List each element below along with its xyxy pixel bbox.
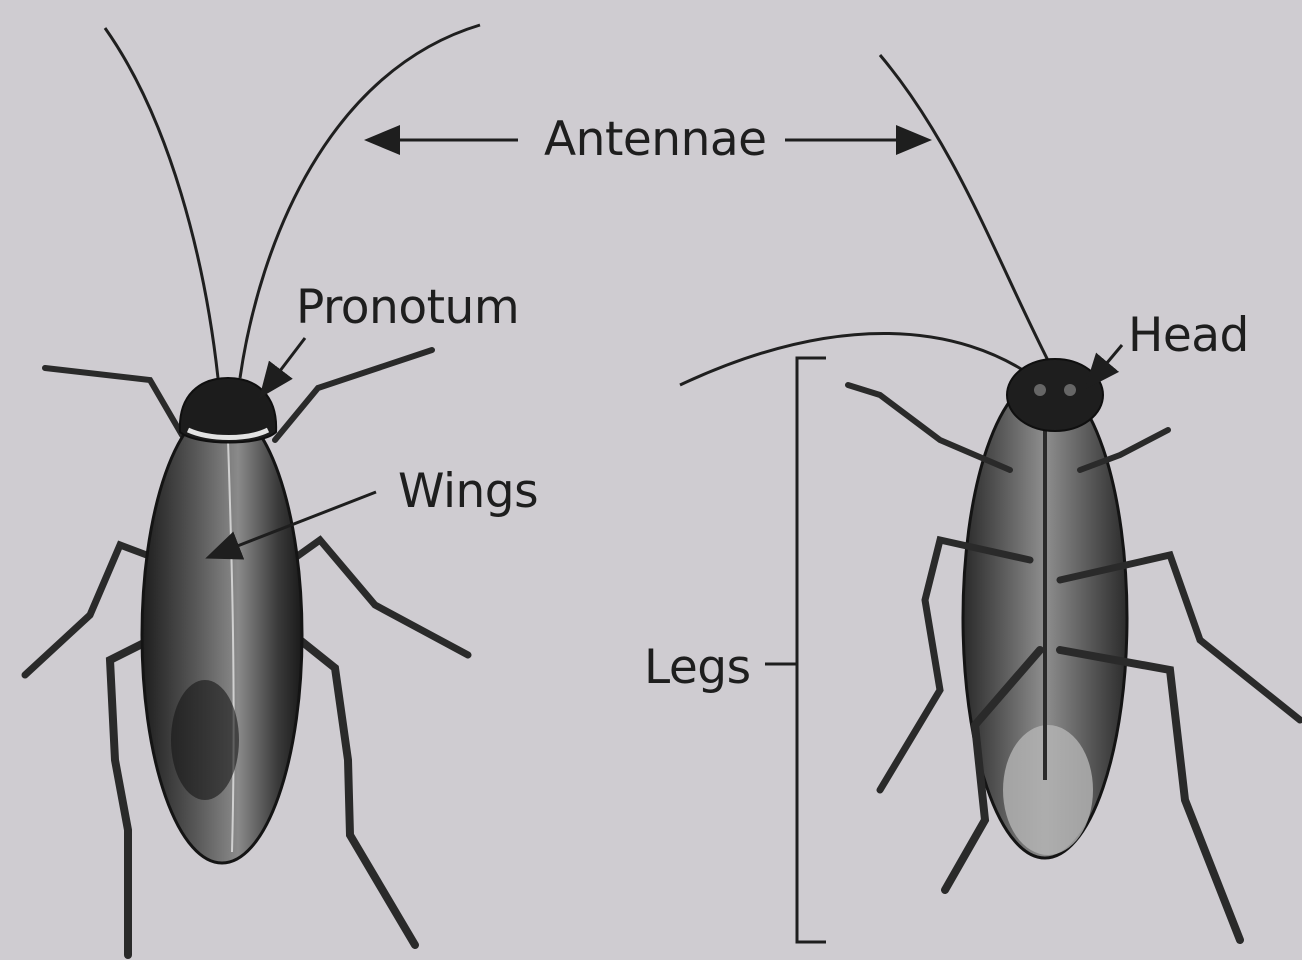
label-pronotum: Pronotum <box>296 284 519 331</box>
right-antenna-2 <box>680 333 1035 385</box>
left-antenna-1 <box>105 28 218 378</box>
label-legs: Legs <box>644 644 751 691</box>
label-head: Head <box>1128 312 1249 359</box>
label-wings: Wings <box>398 468 538 515</box>
ventral-head <box>1007 359 1103 431</box>
label-antennae: Antennae <box>544 116 767 163</box>
head-arrow <box>1096 345 1122 376</box>
dorsal-wings-body <box>142 407 302 863</box>
legs-bracket <box>797 358 826 942</box>
cockroach-ventral <box>680 55 1300 940</box>
right-antenna-1 <box>880 55 1058 380</box>
pronotum-arrow <box>270 338 305 384</box>
